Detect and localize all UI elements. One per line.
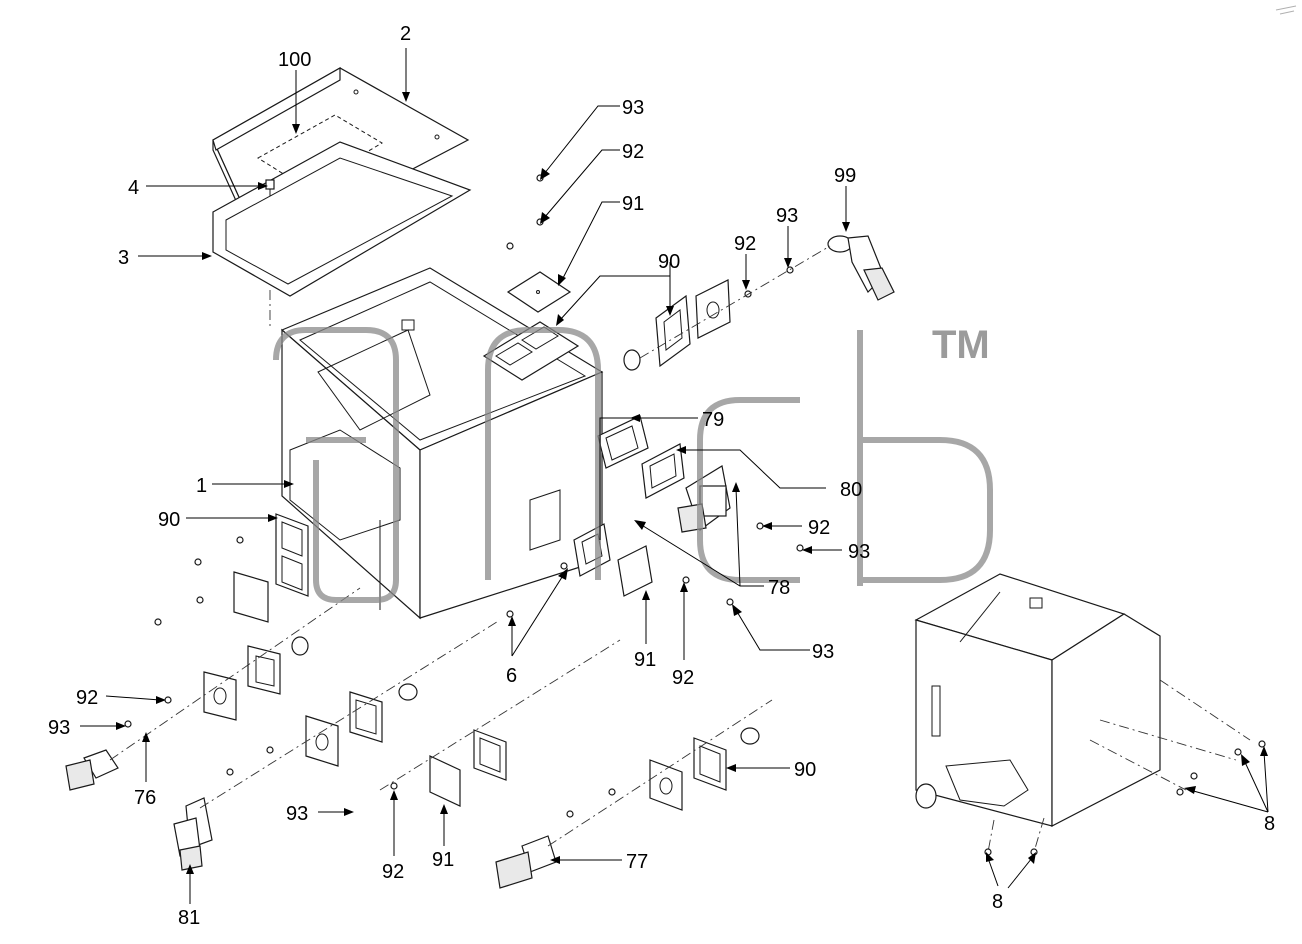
front-plate-center — [617, 545, 653, 597]
callout-92: 92 — [672, 667, 694, 689]
left-gasket-90 — [275, 513, 309, 597]
fitting-77 — [495, 835, 557, 889]
callout-1: 1 — [196, 475, 207, 497]
lower-left-gasket — [247, 645, 281, 695]
plate-91-lower — [429, 755, 461, 807]
watermark-logo: TM — [273, 323, 993, 603]
corner-mark — [1275, 5, 1297, 15]
callout-92: 92 — [76, 687, 98, 709]
callout-90: 90 — [658, 251, 680, 273]
plate-80 — [641, 443, 685, 499]
callout-80: 80 — [840, 479, 862, 501]
connector-78 — [677, 465, 731, 533]
callout-91: 91 — [432, 849, 454, 871]
callout-93: 93 — [812, 641, 834, 663]
callout-2: 2 — [400, 23, 411, 45]
center-gasket-a — [349, 691, 383, 743]
callout-90: 90 — [794, 759, 816, 781]
callout-92: 92 — [622, 141, 644, 163]
callout-3: 3 — [118, 247, 129, 269]
callout-4: 4 — [128, 177, 139, 199]
secondary-housing-view — [914, 573, 1161, 827]
callout-91: 91 — [634, 649, 656, 671]
elbow-fitting-81 — [173, 797, 213, 871]
callout-92: 92 — [382, 861, 404, 883]
plate-lower-c — [649, 759, 683, 811]
callout-81: 81 — [178, 907, 200, 929]
callout-8: 8 — [992, 891, 1003, 913]
flange-90-right — [655, 294, 691, 368]
callout-78: 78 — [768, 577, 790, 599]
gasket-90-lower — [693, 737, 727, 791]
callout-93: 93 — [622, 97, 644, 119]
callout-91: 91 — [622, 193, 644, 215]
watermark-trademark: TM — [932, 323, 990, 367]
screw-4 — [265, 179, 275, 196]
callout-90: 90 — [158, 509, 180, 531]
callout-93: 93 — [48, 717, 70, 739]
callout-93: 93 — [776, 205, 798, 227]
callout-77: 77 — [626, 851, 648, 873]
gasket — [212, 141, 472, 297]
left-plate-91 — [233, 571, 269, 623]
callout-99: 99 — [834, 165, 856, 187]
callout-93: 93 — [848, 541, 870, 563]
elbow-fitting-99 — [827, 235, 895, 301]
callout-8: 8 — [1264, 813, 1275, 835]
callout-6: 6 — [506, 665, 517, 687]
callout-100: 100 — [278, 49, 311, 71]
plate-79 — [597, 415, 649, 469]
main-housing — [280, 267, 604, 620]
plate-90-right-b — [695, 279, 731, 339]
center-plate-a — [305, 715, 339, 767]
callout-92: 92 — [808, 517, 830, 539]
callout-92: 92 — [734, 233, 756, 255]
callout-labels: 1 2 3 4 100 93 92 91 90 92 93 99 79 80 9… — [48, 23, 1275, 929]
top-cover-plate — [506, 271, 572, 313]
gasket-lower-b — [473, 729, 507, 781]
lower-left-plate — [203, 671, 237, 721]
callout-76: 76 — [134, 787, 156, 809]
leaders — [80, 48, 1269, 904]
callout-79: 79 — [702, 409, 724, 431]
fitting-76 — [65, 749, 119, 791]
callout-93: 93 — [286, 803, 308, 825]
